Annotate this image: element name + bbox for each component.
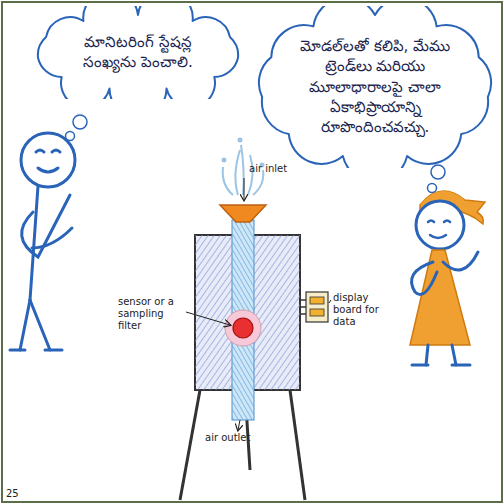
thought-cloud: మోడల్‌లతో కలిపి, మేము ట్రెండ్‌లు మరియు మ…: [252, 6, 498, 168]
cloud-outline: [28, 6, 248, 99]
part-label: air outlet: [205, 432, 275, 444]
inlet-funnel: [220, 205, 266, 222]
sensor-ring: [225, 310, 261, 346]
thought-cloud: మానిటరింగ్ స్టేషన్ల సంఖ్యను పెంచాలి.: [28, 6, 248, 99]
display-board: [300, 292, 328, 322]
stick-man: [10, 133, 75, 350]
cloud-text-holder: మానిటరింగ్ స్టేషన్ల సంఖ్యను పెంచాలి.: [63, 6, 213, 99]
cloud-text-holder: మోడల్‌లతో కలిపి, మేము ట్రెండ్‌లు మరియు మ…: [291, 6, 459, 167]
thought-text: మోడల్‌లతో కలిపి, మేము ట్రెండ్‌లు మరియు మ…: [291, 36, 459, 137]
part-label: air inlet: [249, 163, 309, 175]
part-label: display board for data: [333, 292, 393, 328]
stick-woman: [410, 191, 485, 365]
thought-text: మానిటరింగ్ స్టేషన్ల సంఖ్యను పెంచాలి.: [63, 32, 213, 73]
thought-dot: [428, 184, 437, 193]
part-label: sensor or a sampling filter: [118, 296, 190, 332]
thought-dot: [431, 165, 445, 179]
sensor: [233, 318, 253, 338]
page-number: 25: [6, 488, 26, 500]
thought-dot: [73, 115, 87, 129]
leader-lines: [186, 178, 331, 430]
